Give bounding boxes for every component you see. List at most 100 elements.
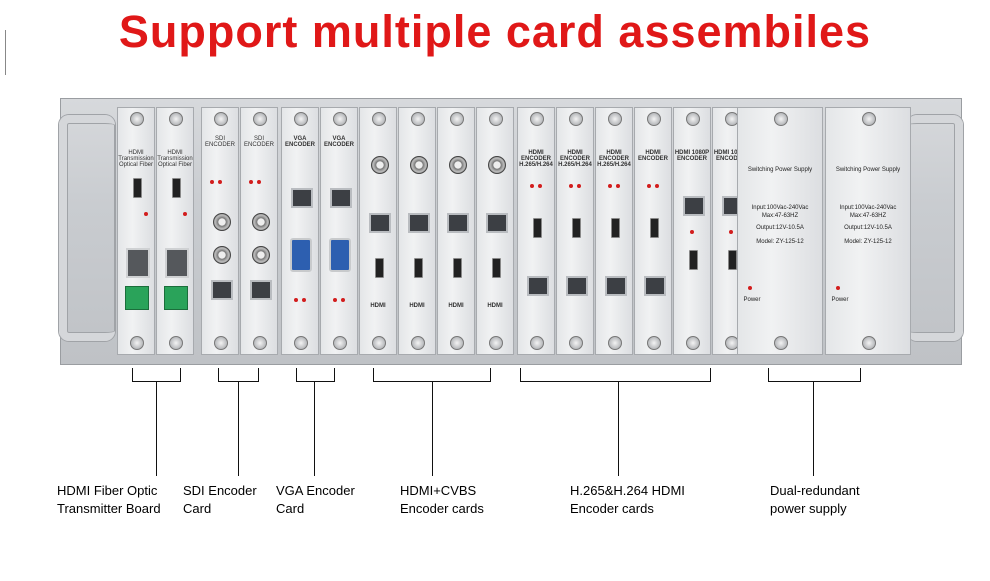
led	[249, 180, 253, 184]
ps-max: Max:47-63HZ	[849, 213, 887, 219]
ps-input: Input:100Vac-240Vac	[751, 205, 809, 211]
hdmi-port	[650, 218, 659, 238]
card-label: HDMI ENCODER	[637, 150, 668, 162]
bnc-connector	[410, 156, 428, 174]
screw	[372, 112, 386, 126]
bnc-connector	[488, 156, 506, 174]
card-label: VGA ENCODER	[323, 136, 354, 148]
led	[577, 184, 581, 188]
hdmi-port	[375, 258, 384, 278]
screw	[450, 112, 464, 126]
card-label: HDMI ENCODER H.265/H.264	[597, 150, 631, 168]
screw	[130, 112, 144, 126]
ethernet-port	[486, 213, 508, 233]
card-label: HDMI Transmission Optical Fiber	[157, 150, 193, 168]
ps-model: Model: ZY-125-12	[756, 239, 804, 245]
screw	[647, 112, 661, 126]
caption-fiber: HDMI Fiber Optic Transmitter Board	[57, 483, 161, 516]
led	[294, 298, 298, 302]
screw	[130, 336, 144, 350]
led	[647, 184, 651, 188]
ps-output: Output:12V-10.5A	[756, 225, 804, 231]
ps-model: Model: ZY-125-12	[844, 239, 892, 245]
right-handle	[907, 115, 963, 341]
hdmi-cvbs-card-4: HDMI	[476, 107, 514, 355]
screw	[253, 112, 267, 126]
hdmi-port	[172, 178, 181, 198]
screw	[333, 112, 347, 126]
ethernet-port	[683, 196, 705, 216]
card-label: HDMI Transmission Optical Fiber	[118, 150, 154, 168]
ethernet-port	[447, 213, 469, 233]
card-label: SDI ENCODER	[204, 136, 235, 148]
screw	[530, 112, 544, 126]
ethernet-port	[211, 280, 233, 300]
caption-h265: H.265&H.264 HDMI Encoder cards	[570, 483, 685, 516]
hdmi-port	[611, 218, 620, 238]
terminal-block	[164, 286, 188, 310]
vga-card-1: VGA ENCODER	[281, 107, 319, 355]
card-label: HDMI	[370, 303, 386, 309]
hdmi-port	[492, 258, 501, 278]
led	[183, 212, 187, 216]
sdi-card-2: SDI ENCODER	[240, 107, 278, 355]
screw	[489, 336, 503, 350]
left-handle	[59, 115, 115, 341]
h265-card-5: HDMI 1080P ENCODER	[673, 107, 711, 355]
led	[616, 184, 620, 188]
ps-title: Switching Power Supply	[835, 167, 901, 173]
card-label: HDMI	[409, 303, 425, 309]
h265-card-3: HDMI ENCODER H.265/H.264	[595, 107, 633, 355]
sfp-port	[126, 248, 150, 278]
screw	[214, 112, 228, 126]
led	[144, 212, 148, 216]
screw	[569, 112, 583, 126]
led	[608, 184, 612, 188]
hdmi-port	[728, 250, 737, 270]
ethernet-port	[330, 188, 352, 208]
h265-card-2: HDMI ENCODER H.265/H.264	[556, 107, 594, 355]
bnc-connector	[371, 156, 389, 174]
screw	[686, 112, 700, 126]
bnc-connector	[213, 246, 231, 264]
ps-led-label: Power	[831, 297, 849, 303]
ethernet-port	[566, 276, 588, 296]
ethernet-port	[527, 276, 549, 296]
bnc-connector	[449, 156, 467, 174]
card-label: HDMI 1080P ENCODER	[674, 150, 710, 162]
led	[655, 184, 659, 188]
ps-max: Max:47-63HZ	[761, 213, 799, 219]
hdmi-port	[572, 218, 581, 238]
ethernet-port	[605, 276, 627, 296]
fiber-card-2: HDMI Transmission Optical Fiber	[156, 107, 194, 355]
screw	[169, 112, 183, 126]
screw	[862, 112, 876, 126]
led	[210, 180, 214, 184]
screw	[411, 112, 425, 126]
card-label: HDMI	[487, 303, 503, 309]
terminal-block	[125, 286, 149, 310]
card-label: HDMI ENCODER H.265/H.264	[519, 150, 553, 168]
bnc-connector	[213, 213, 231, 231]
screw	[608, 336, 622, 350]
screw	[686, 336, 700, 350]
card-label: SDI ENCODER	[243, 136, 274, 148]
screw	[450, 336, 464, 350]
screw	[333, 336, 347, 350]
hdmi-port	[453, 258, 462, 278]
ethernet-port	[369, 213, 391, 233]
ethernet-port	[291, 188, 313, 208]
screw	[253, 336, 267, 350]
screw	[862, 336, 876, 350]
bnc-connector	[252, 246, 270, 264]
led	[538, 184, 542, 188]
ps-led-label: Power	[743, 297, 761, 303]
screw	[774, 112, 788, 126]
ethernet-port	[408, 213, 430, 233]
hdmi-port	[414, 258, 423, 278]
caption-sdi: SDI Encoder Card	[183, 483, 257, 516]
hdmi-port	[689, 250, 698, 270]
led	[690, 230, 694, 234]
screw	[294, 336, 308, 350]
power-supply-2: Switching Power Supply Input:100Vac-240V…	[825, 107, 911, 355]
